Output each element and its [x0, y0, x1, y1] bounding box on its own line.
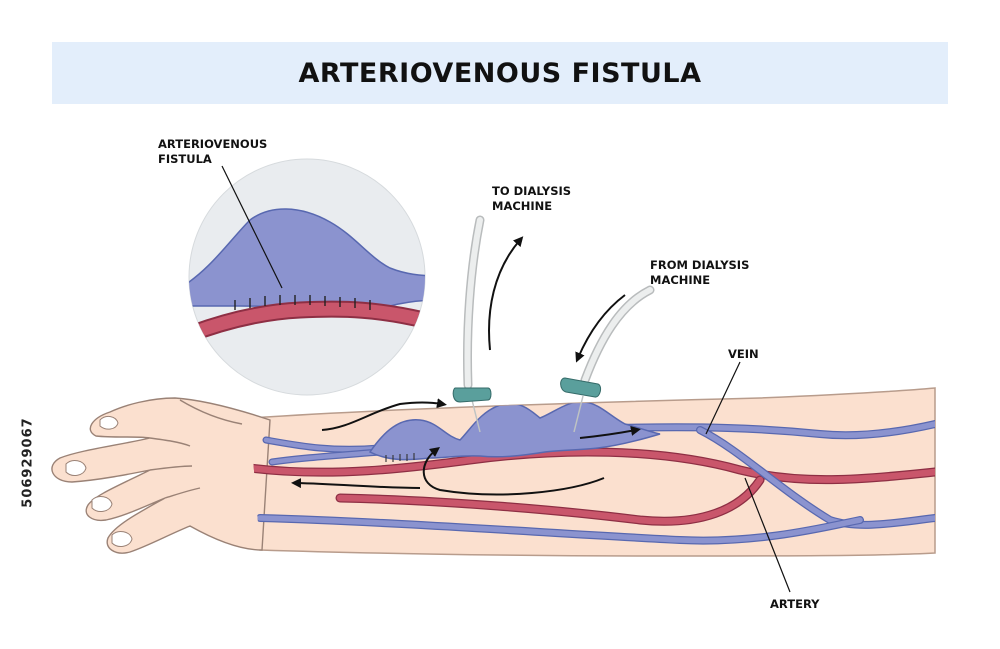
- label-from-dialysis: FROM DIALYSIS MACHINE: [650, 258, 749, 288]
- finger-crease-2: [149, 465, 193, 471]
- leader-lines: [221, 165, 791, 593]
- leader-artery: [744, 477, 791, 593]
- label-to-dialysis-line-2: MACHINE: [492, 199, 553, 213]
- tube-from-dialysis: [580, 285, 655, 385]
- side-id-number: 506929067: [20, 417, 36, 508]
- arrow-down-from-machine: [575, 294, 626, 363]
- label-artery-text: ARTERY: [770, 597, 820, 611]
- label-arteriovenous-fistula: ARTERIOVENOUS FISTULA: [158, 137, 267, 167]
- hand-palm: [51, 397, 271, 554]
- label-vein-text: VEIN: [728, 347, 759, 361]
- needle-hub-1: [452, 387, 492, 403]
- arrow-up-to-machine: [488, 236, 524, 351]
- arrow-toward-hand: [291, 478, 421, 489]
- label-to-dialysis: TO DIALYSIS MACHINE: [492, 184, 571, 214]
- label-from-dialysis-line-2: MACHINE: [650, 273, 711, 287]
- finger-crease-1: [149, 437, 191, 447]
- label-from-dialysis-line-1: FROM DIALYSIS: [650, 258, 750, 272]
- nail-3: [111, 531, 133, 547]
- needle-from-dialysis: [560, 285, 655, 433]
- title-band: ARTERIOVENOUS FISTULA: [52, 42, 948, 104]
- nail-4: [99, 415, 119, 430]
- thumb: [179, 399, 243, 425]
- arrow-along-vein: [579, 426, 641, 439]
- leader-fistula: [221, 165, 283, 289]
- zoom-inset: [188, 158, 426, 396]
- label-to-dialysis-line-1: TO DIALYSIS: [492, 184, 572, 198]
- label-vein: VEIN: [728, 347, 759, 362]
- fistula-vein: [368, 401, 661, 461]
- page-title: ARTERIOVENOUS FISTULA: [298, 57, 702, 89]
- label-artery: ARTERY: [770, 597, 820, 612]
- leader-vein: [705, 361, 741, 435]
- label-fistula-line-2: FISTULA: [158, 152, 212, 166]
- vessels: [250, 401, 935, 545]
- nail-2: [91, 496, 113, 512]
- label-fistula-line-1: ARTERIOVENOUS: [158, 137, 268, 151]
- zoom-stitches: [234, 295, 371, 310]
- needle-to-dialysis: [452, 215, 492, 433]
- hand: [51, 397, 271, 554]
- arrow-into-fistula: [321, 398, 447, 431]
- needle-hub-2: [560, 377, 602, 398]
- nail-1: [65, 460, 87, 476]
- finger-crease-3: [164, 487, 201, 499]
- flow-arrows: [291, 236, 641, 496]
- anastomosis-stitches: [385, 453, 415, 462]
- arrow-return-loop: [422, 446, 605, 496]
